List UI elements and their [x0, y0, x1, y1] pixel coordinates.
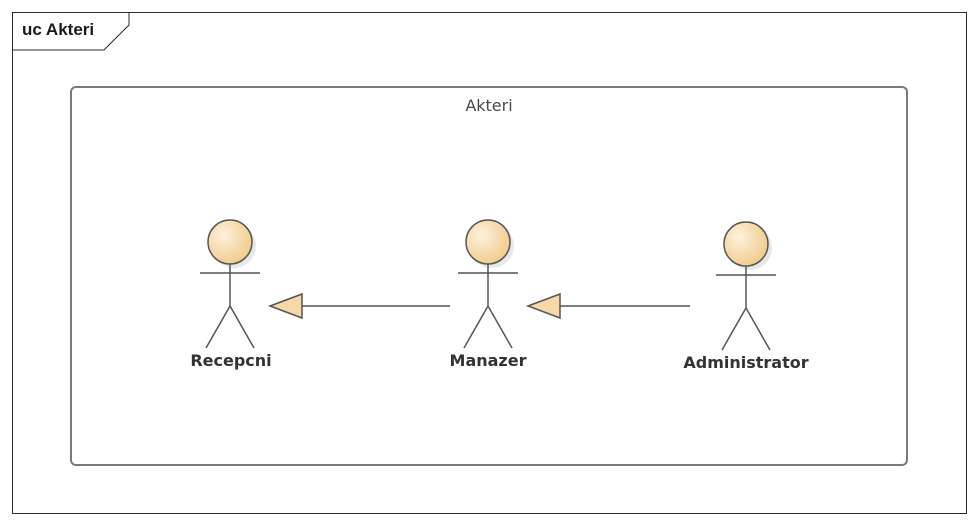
actor-right-leg	[229, 305, 255, 349]
frame-title: uc Akteri	[22, 20, 95, 39]
actor-administrator[interactable]	[716, 221, 776, 351]
actor-label-administrator: Administrator	[683, 353, 809, 372]
diagram-frame	[12, 12, 967, 514]
generalization-arrowhead	[525, 292, 561, 320]
actor-recepcni[interactable]	[200, 219, 260, 349]
actor-manazer[interactable]	[458, 219, 518, 349]
actor-right-leg	[745, 307, 771, 351]
system-boundary-title: Akteri	[465, 96, 513, 115]
actor-head	[723, 221, 769, 267]
actor-right-leg	[487, 305, 513, 349]
generalization-manazer-to-recepcni[interactable]	[267, 292, 450, 320]
actor-head	[207, 219, 253, 265]
system-boundary	[70, 86, 908, 466]
actor-left-leg	[721, 307, 747, 351]
actor-head	[465, 219, 511, 265]
actor-left-leg	[463, 305, 489, 349]
frame-title-tab	[12, 12, 130, 51]
generalization-administrator-to-manazer[interactable]	[525, 292, 690, 320]
actor-label-recepcni: Recepcni	[190, 351, 272, 370]
actor-label-manazer: Manazer	[449, 351, 527, 370]
generalization-arrowhead	[267, 292, 303, 320]
actor-left-leg	[205, 305, 231, 349]
